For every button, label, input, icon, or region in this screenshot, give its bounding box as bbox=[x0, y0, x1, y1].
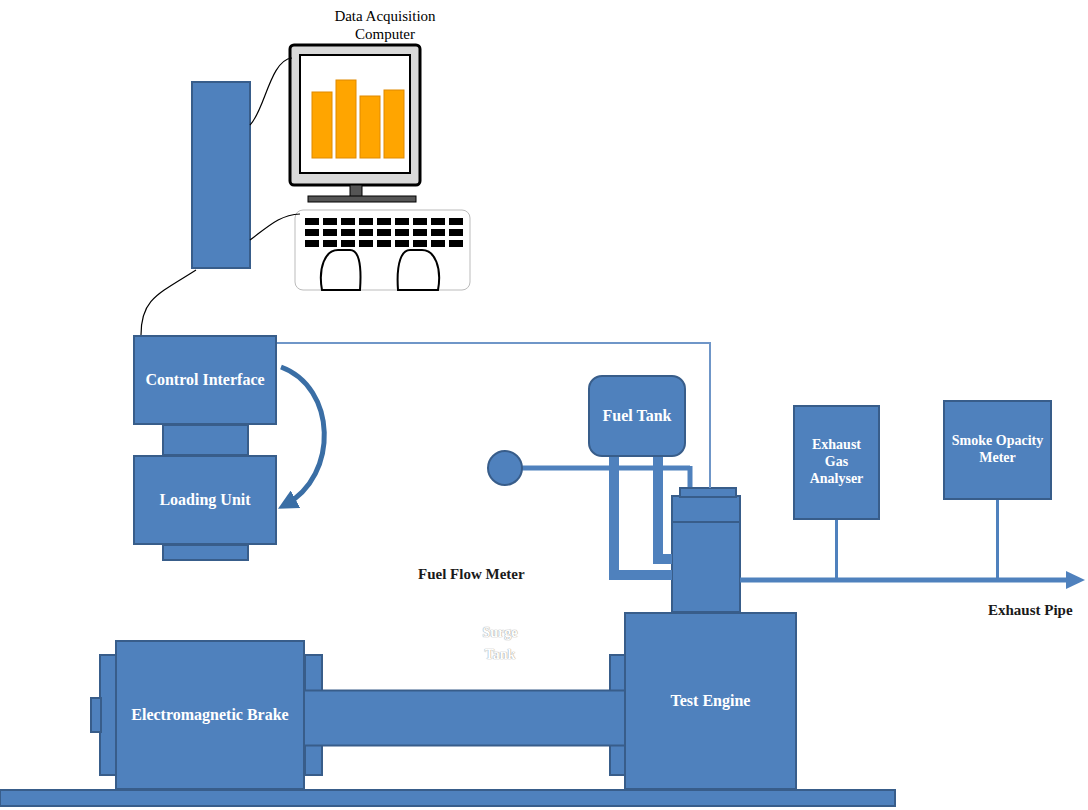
key bbox=[395, 229, 409, 236]
coupling-block bbox=[163, 425, 248, 455]
process-box: Loading Unit bbox=[133, 455, 277, 545]
computer-node: Data Acquisition Computer bbox=[190, 5, 475, 270]
keyboard-icon bbox=[295, 210, 470, 290]
node-text: Loading Unit bbox=[159, 490, 250, 509]
text-stack: Fuel Tank bbox=[603, 406, 672, 425]
key bbox=[305, 229, 319, 236]
part-label: Fuel Flow Meter bbox=[418, 566, 525, 583]
engine-cap bbox=[680, 488, 736, 497]
keyboard-wire bbox=[250, 214, 300, 240]
key bbox=[305, 240, 319, 247]
process-box: Control Interface bbox=[133, 335, 277, 425]
engine-box: Test Engine bbox=[624, 612, 797, 790]
key bbox=[413, 240, 427, 247]
connector-line bbox=[740, 520, 837, 580]
key bbox=[431, 240, 445, 247]
shaft-outline bbox=[305, 690, 624, 747]
key bbox=[305, 218, 319, 225]
connector bbox=[614, 457, 672, 575]
text-stack: Smoke Opacity Meter bbox=[951, 433, 1044, 467]
monitor-icon bbox=[290, 45, 420, 202]
node-text: Exhaust Gas Analyser bbox=[801, 437, 872, 487]
connector-line bbox=[614, 457, 672, 575]
computer-tower bbox=[192, 82, 250, 268]
engine-head bbox=[672, 496, 740, 522]
connector bbox=[277, 343, 710, 488]
key bbox=[359, 218, 373, 225]
key bbox=[341, 218, 355, 225]
instrument-box: Smoke Opacity Meter bbox=[943, 400, 1052, 500]
connector bbox=[141, 270, 196, 335]
node-text: Control Interface bbox=[145, 370, 264, 389]
brake-flange bbox=[100, 655, 116, 775]
text-stack: Electromagnetic Brake bbox=[131, 705, 288, 724]
fuel-flow-meter bbox=[488, 451, 522, 485]
text-stack: Control Interface bbox=[145, 370, 264, 389]
key bbox=[377, 229, 391, 236]
engine-block bbox=[672, 522, 740, 612]
key bbox=[323, 240, 337, 247]
connector bbox=[281, 367, 324, 505]
key bbox=[449, 240, 463, 247]
node-text: Test Engine bbox=[671, 691, 751, 710]
coupling-block bbox=[163, 545, 248, 560]
key bbox=[341, 229, 355, 236]
node-text: Fuel Tank bbox=[603, 406, 672, 425]
node-text: Data Acquisition Computer bbox=[315, 7, 455, 43]
connector-line bbox=[305, 692, 624, 745]
key bbox=[359, 240, 373, 247]
text-stack: Test Engine bbox=[671, 691, 751, 710]
key bbox=[341, 240, 355, 247]
node-text: Electromagnetic Brake bbox=[131, 705, 288, 724]
text-stack: Loading Unit bbox=[159, 490, 250, 509]
key bbox=[377, 218, 391, 225]
tank-box: Fuel Tank bbox=[588, 375, 686, 457]
key bbox=[323, 229, 337, 236]
key bbox=[413, 229, 427, 236]
brake-knob bbox=[91, 698, 101, 732]
base-plate bbox=[0, 790, 895, 806]
connector-line bbox=[277, 343, 710, 488]
connector-line bbox=[141, 270, 196, 335]
part-label: Exhaust Pipe bbox=[988, 602, 1073, 619]
key bbox=[359, 229, 373, 236]
node-text: Smoke Opacity Meter bbox=[951, 433, 1044, 467]
brake-box: Electromagnetic Brake bbox=[115, 640, 305, 790]
monitor-wire bbox=[250, 58, 292, 125]
text-stack: Exhaust Gas Analyser bbox=[801, 437, 872, 487]
key bbox=[449, 229, 463, 236]
fuel-line bbox=[688, 466, 693, 488]
key bbox=[431, 218, 445, 225]
drive-shaft bbox=[305, 718, 624, 719]
key bbox=[413, 218, 427, 225]
key bbox=[431, 229, 445, 236]
connector bbox=[740, 520, 837, 580]
key bbox=[395, 240, 409, 247]
faint-label: Surge Tank bbox=[470, 622, 530, 667]
connector-line bbox=[281, 367, 324, 505]
key bbox=[377, 240, 391, 247]
instrument-box: Exhaust Gas Analyser bbox=[793, 405, 880, 520]
key bbox=[395, 218, 409, 225]
key bbox=[323, 218, 337, 225]
exhaust-arrowhead bbox=[1066, 571, 1085, 589]
key bbox=[449, 218, 463, 225]
